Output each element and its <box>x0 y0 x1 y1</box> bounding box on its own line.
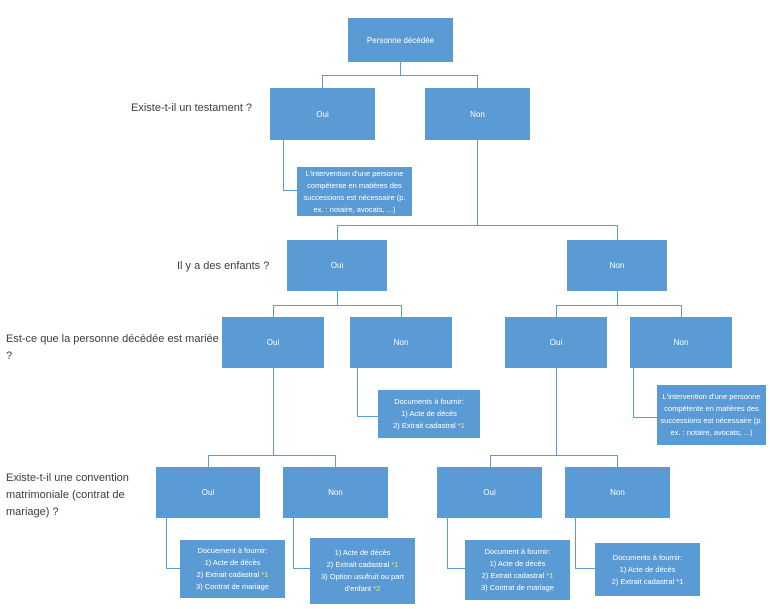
connector <box>575 518 576 568</box>
connector <box>633 368 634 417</box>
connector <box>283 140 284 190</box>
node-enfants-non: Non <box>567 240 667 291</box>
connector <box>357 416 378 417</box>
footnote-marker: *1 <box>391 560 399 569</box>
footnote-marker: *2 <box>373 584 381 593</box>
footnote-marker: *1 <box>457 421 465 430</box>
question-mariee: Est-ce que la personne décédée est marié… <box>6 333 219 362</box>
node-convention-oui-right: Oui <box>437 467 542 518</box>
node-mariee-non-with-children: Non <box>350 317 452 368</box>
connector <box>273 305 274 317</box>
node-mariee-oui-with-children: Oui <box>222 317 324 368</box>
node-convention-oui-left: Oui <box>156 467 260 518</box>
doc-item-text: 2) Extrait cadastral *1 <box>611 576 684 586</box>
connector <box>617 225 618 240</box>
connector <box>477 140 478 225</box>
node-testament-non: Non <box>425 88 530 140</box>
doc-item-text: 3) Contrat de mariage <box>196 582 269 591</box>
footnote-marker: *1 <box>261 570 269 579</box>
connector <box>633 417 657 418</box>
connector <box>335 455 336 467</box>
connector <box>556 305 557 317</box>
connector <box>357 368 358 416</box>
doc-item-text: 2) Extrait cadastral <box>196 570 262 579</box>
doc-item: 1) Acte de décès <box>467 558 568 570</box>
connector <box>337 291 338 305</box>
doc-title: Docuement à fournir: <box>197 546 268 555</box>
connector <box>293 568 310 569</box>
connector <box>293 518 294 568</box>
doc-item-text: 2) Extrait cadastral <box>326 560 392 569</box>
doc-item-text: 1) Acte de décès <box>401 409 457 418</box>
doc-item: 3) Contrat de mariage <box>467 582 568 594</box>
doc-item: 2) Extrait cadastral *1 <box>467 570 568 582</box>
doc-title: Documents à fournir: <box>612 552 683 562</box>
connector <box>273 305 402 306</box>
doc-box-convention-oui-left: Docuement à fournir: 1) Acte de décès 2)… <box>180 540 285 598</box>
connector <box>447 568 465 569</box>
doc-box-convention-non-left: 1) Acte de décès 2) Extrait cadastral *1… <box>310 538 415 604</box>
doc-item-text: 1) Acte de décès <box>489 559 546 568</box>
doc-item: 3) Contrat de mariage <box>182 581 283 593</box>
connector <box>400 62 401 75</box>
connector <box>490 455 618 456</box>
connector <box>283 190 297 191</box>
node-personne-decedee: Personne décédée <box>348 18 453 62</box>
doc-item-text: 1) Acte de décès <box>619 564 676 574</box>
connector <box>401 305 402 317</box>
connector <box>617 291 618 305</box>
connector <box>322 75 478 76</box>
question-convention: Existe-t-il une convention matrimoniale … <box>6 472 129 518</box>
connector <box>477 75 478 88</box>
doc-item: 1) Acte de décès <box>597 564 698 576</box>
doc-item-text: 1) Acte de décès <box>334 548 391 557</box>
connector <box>337 225 338 240</box>
doc-box-convention-oui-right: Document à fournir: 1) Acte de décès 2) … <box>465 540 570 600</box>
connector <box>447 518 448 568</box>
connector <box>208 455 209 467</box>
doc-item: 3) Option usufruit ou part d'enfant *2 <box>312 571 413 595</box>
node-enfants-oui: Oui <box>287 240 387 291</box>
note-intervention-testament: L'intervention d'une personne compétente… <box>297 167 412 216</box>
node-testament-oui: Oui <box>270 88 375 140</box>
node-mariee-non-no-children: Non <box>630 317 732 368</box>
note-intervention-no-children: L'intervention d'une personne compétente… <box>657 385 766 445</box>
node-convention-non-right: Non <box>565 467 670 518</box>
connector <box>575 568 595 569</box>
doc-item: 2) Extrait cadastral *1 <box>182 569 283 581</box>
doc-title: Documents à fournir: <box>394 397 464 406</box>
doc-item-text: 1) Acte de décès <box>204 558 261 567</box>
connector <box>556 305 682 306</box>
doc-item-text: 2) Extrait cadastral <box>393 421 458 430</box>
connector <box>617 455 618 467</box>
connector <box>166 518 167 568</box>
doc-item: 1) Acte de décès <box>380 408 478 420</box>
doc-item-text: 3) Contrat de mariage <box>481 583 554 592</box>
connector <box>490 455 491 467</box>
node-convention-non-left: Non <box>283 467 388 518</box>
connector <box>556 368 557 455</box>
node-mariee-oui-no-children: Oui <box>505 317 607 368</box>
doc-box-convention-non-right: Documents à fournir: 1) Acte de décès 2)… <box>595 543 700 596</box>
connector <box>273 368 274 455</box>
connector <box>681 305 682 317</box>
connector <box>322 75 323 88</box>
footnote-marker: *1 <box>546 571 554 580</box>
doc-title: Document à fournir: <box>484 547 551 556</box>
connector <box>166 568 180 569</box>
doc-item: 1) Acte de décès <box>312 547 413 559</box>
doc-item: 2) Extrait cadastral *1 <box>312 559 413 571</box>
connector <box>337 225 618 226</box>
question-enfants: Il y a des enfants ? <box>177 260 270 272</box>
doc-item-text: 3) Option usufruit ou part d'enfant <box>321 572 404 593</box>
connector <box>208 455 336 456</box>
question-testament: Existe-t-il un testament ? <box>131 102 253 114</box>
doc-item: 2) Extrait cadastral *1 <box>597 576 698 588</box>
doc-item: 1) Acte de décès <box>182 557 283 569</box>
doc-item-text: 2) Extrait cadastral <box>481 571 547 580</box>
doc-box-unmarried-with-children: Documents à fournir: 1) Acte de décès 2)… <box>378 390 480 438</box>
doc-item: 2) Extrait cadastral *1 <box>380 420 478 432</box>
